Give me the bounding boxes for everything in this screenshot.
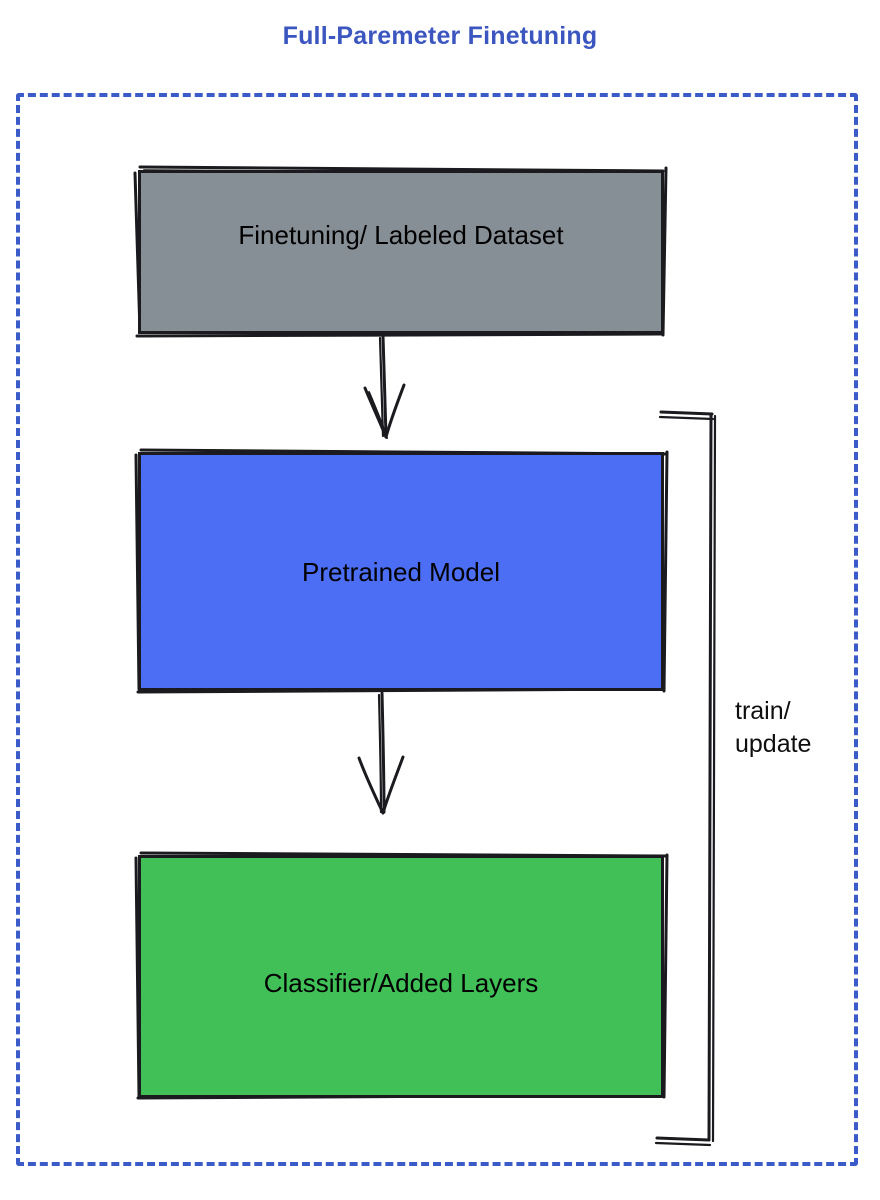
- node-pretrained-model[interactable]: Pretrained Model: [138, 452, 664, 691]
- node-classifier-added-layers-label: Classifier/Added Layers: [263, 967, 539, 998]
- page-title: Full-Paremeter Finetuning: [282, 22, 598, 50]
- node-classifier-added-layers[interactable]: Classifier/Added Layers: [138, 855, 664, 1098]
- edge-label-train-update: train/ update: [735, 697, 812, 758]
- full-parameter-finetuning-group: [16, 93, 858, 1166]
- node-dataset[interactable]: Finetuning/ Labeled Dataset: [138, 170, 664, 334]
- node-pretrained-model-label: Pretrained Model: [302, 556, 500, 587]
- node-dataset-label: Finetuning/ Labeled Dataset: [238, 220, 564, 250]
